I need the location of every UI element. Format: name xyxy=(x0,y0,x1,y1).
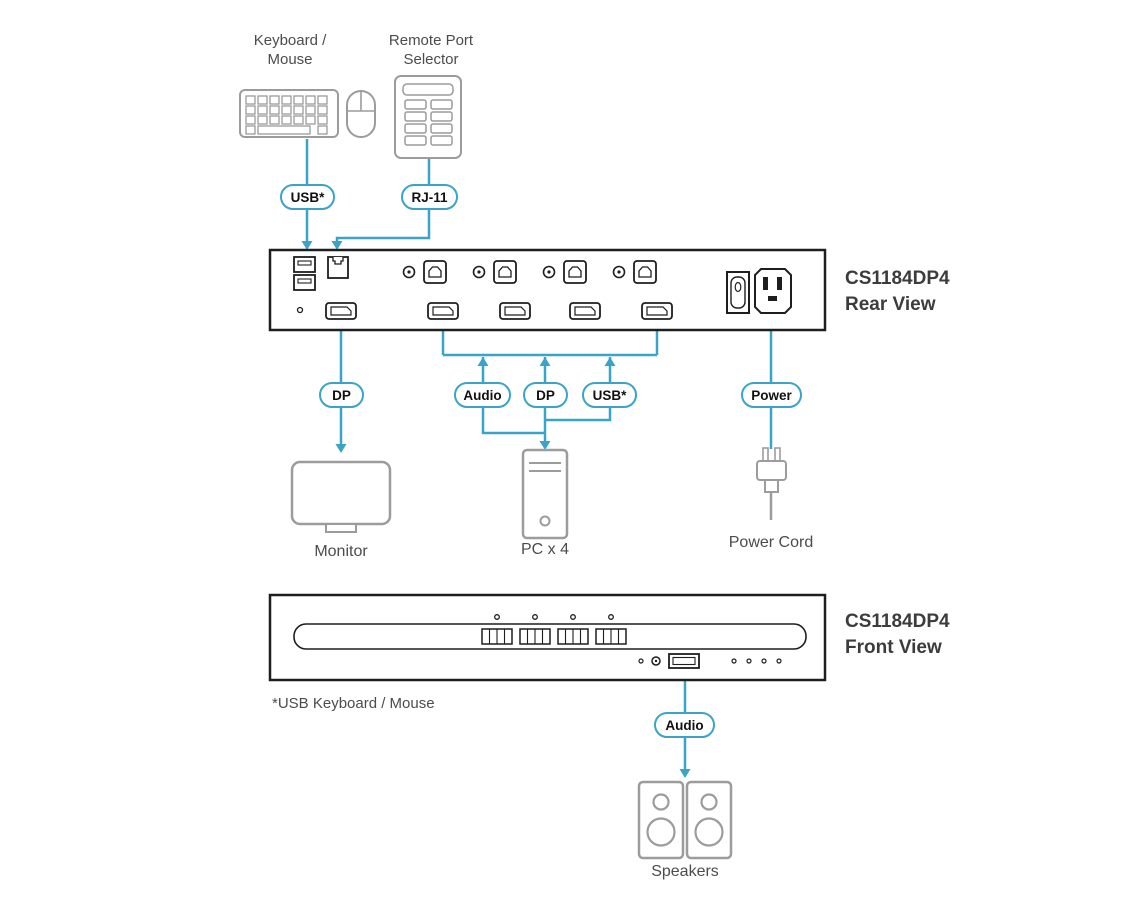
power-cord-icon xyxy=(756,447,787,520)
pill-dp-pc: DP xyxy=(523,382,568,408)
pill-rj11: RJ-11 xyxy=(401,184,458,210)
rear-rj11-port xyxy=(327,256,349,279)
remote-port-selector-icon xyxy=(394,75,462,159)
keyboard-mouse-label: Keyboard / Mouse xyxy=(253,32,327,68)
speakers-icon xyxy=(637,780,733,860)
rear-panel-title: CS1184DP4 Rear View xyxy=(845,268,950,315)
pill-usb-pc: USB* xyxy=(582,382,637,408)
front-leds xyxy=(494,614,614,620)
pc-label: PC x 4 xyxy=(520,541,569,558)
keyboard-icon xyxy=(239,89,339,138)
rear-usb-keyboard-ports xyxy=(293,256,316,314)
mouse-icon xyxy=(346,90,376,138)
pill-audio-pc: Audio xyxy=(454,382,511,408)
pc-icon xyxy=(521,448,569,540)
pill-power: Power xyxy=(741,382,802,408)
pill-dp-monitor: DP xyxy=(319,382,364,408)
pill-usb-keyboard: USB* xyxy=(280,184,335,210)
front-status-dots xyxy=(731,658,782,664)
monitor-label: Monitor xyxy=(314,543,368,560)
remote-selector-label: Remote Port Selector xyxy=(388,32,474,68)
front-audio-usb-ports xyxy=(638,653,700,669)
rear-power-switch xyxy=(726,271,750,314)
rear-panel xyxy=(268,248,827,332)
front-panel xyxy=(268,593,827,682)
rear-power-inlet xyxy=(754,268,792,314)
front-panel-title: CS1184DP4 Front View xyxy=(845,611,950,658)
pill-audio-front: Audio xyxy=(654,712,715,738)
speakers-label: Speakers xyxy=(651,863,719,880)
footnote: *USB Keyboard / Mouse xyxy=(272,695,435,712)
power-cord-label: Power Cord xyxy=(728,534,814,551)
monitor-icon xyxy=(290,460,392,533)
